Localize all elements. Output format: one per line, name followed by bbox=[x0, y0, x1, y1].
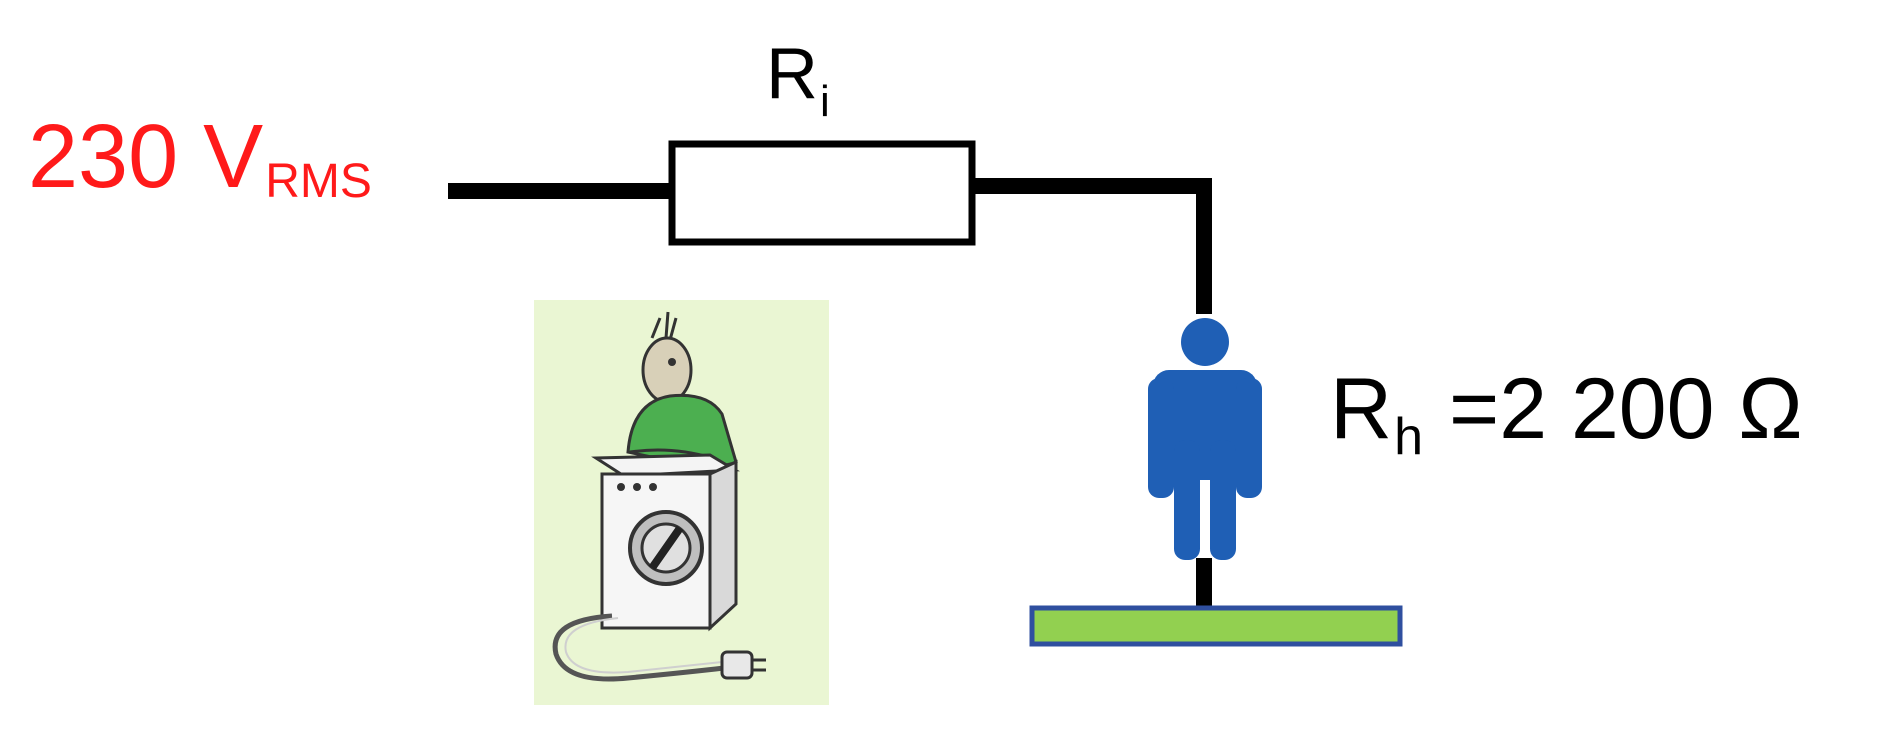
body-resistance-label: Rh=2 200 Ω bbox=[1330, 366, 1803, 463]
resistor-to-person-wire bbox=[972, 178, 1212, 314]
resistor-ri bbox=[668, 140, 976, 246]
voltage-label: 230 VRMS bbox=[28, 112, 372, 206]
resistor-symbol: R bbox=[766, 34, 818, 114]
body-resistance-subscript: h bbox=[1394, 408, 1424, 466]
washing-machine-illustration bbox=[534, 300, 829, 705]
person-icon bbox=[1148, 318, 1262, 560]
resistor-label: Ri bbox=[766, 38, 830, 124]
voltage-subscript: RMS bbox=[265, 155, 372, 208]
resistor-subscript: i bbox=[820, 77, 830, 126]
body-resistance-value: =2 200 Ω bbox=[1449, 361, 1803, 457]
voltage-value: 230 V bbox=[28, 107, 264, 207]
body-resistance-symbol: R bbox=[1330, 361, 1393, 457]
ground-plate bbox=[1029, 605, 1403, 647]
